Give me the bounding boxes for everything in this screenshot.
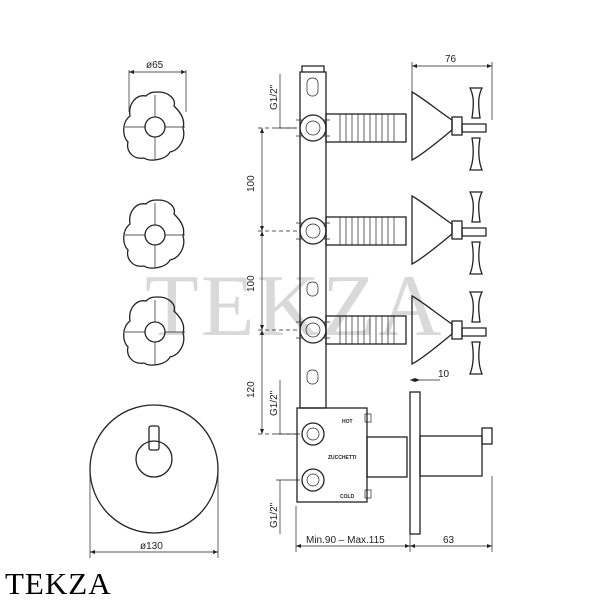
spacing-1-label: 100 <box>246 175 257 192</box>
side-body-bar <box>296 65 330 409</box>
front-knob-top <box>123 91 185 161</box>
depth-dimension-top: 76 <box>411 54 493 120</box>
depth-top-label: 76 <box>445 54 457 65</box>
brand-label: ZUCCHETTI <box>328 455 357 461</box>
thermostat-handle-side: 10 <box>409 369 493 535</box>
plate-diameter-label: ø130 <box>140 541 163 552</box>
knob-diameter-dimension: ø65 <box>128 60 187 112</box>
side-handle-middle <box>411 191 487 275</box>
body-depth-label: Min.90 – Max.115 <box>306 535 385 546</box>
thread-top-label: G1/2" <box>269 84 280 110</box>
hot-label: HOT <box>342 419 353 425</box>
side-handle-top <box>411 87 487 171</box>
thread-callouts: G1/2" G1/2" G1/2" <box>269 74 300 534</box>
front-cover-plate: ø130 <box>89 404 219 558</box>
watermark: TEKZA <box>145 258 443 355</box>
valve-spindle-bottom <box>325 315 407 345</box>
thermostatic-body: HOT ZUCCHETTI COLD <box>296 407 408 503</box>
valve-spindle-middle <box>325 216 407 246</box>
knob-diameter-label: ø65 <box>146 60 164 71</box>
handle-depth-label: 63 <box>443 535 455 546</box>
valve-spindle-top <box>325 113 407 143</box>
thread-bottom-label: G1/2" <box>269 502 280 528</box>
side-handle-bottom <box>411 291 487 375</box>
spacing-2-label: 100 <box>246 275 257 292</box>
brand-logo: TEKZA <box>5 566 112 601</box>
plate-thickness-label: 10 <box>438 369 450 380</box>
thread-mid-label: G1/2" <box>269 390 280 416</box>
bottom-dimensions: Min.90 – Max.115 63 <box>295 476 493 552</box>
spacing-3-label: 120 <box>246 381 257 398</box>
front-knob-bottom <box>123 296 185 366</box>
vertical-spacing-dimensions: 100 100 120 <box>246 127 300 435</box>
front-knob-middle <box>123 199 185 269</box>
cold-label: COLD <box>340 494 355 500</box>
